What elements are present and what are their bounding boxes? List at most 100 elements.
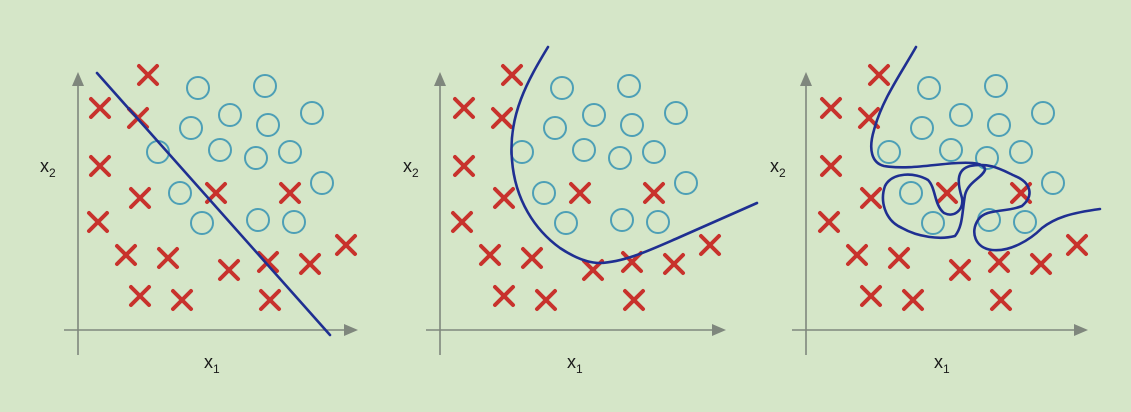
cross-marker <box>115 244 137 266</box>
cross-marker <box>902 289 924 311</box>
cross-marker <box>643 182 665 204</box>
circle-marker <box>532 181 556 205</box>
data-points <box>818 64 1088 311</box>
circle-marker <box>282 210 306 234</box>
circle-marker <box>218 103 242 127</box>
cross-marker <box>820 97 842 119</box>
circle-marker <box>246 208 270 232</box>
x-axis-label: x1 <box>567 352 583 376</box>
cross-marker <box>888 247 910 269</box>
cross-marker <box>621 251 643 273</box>
x-axis-label: x1 <box>204 352 220 376</box>
circle-marker <box>278 140 302 164</box>
circle-marker <box>208 138 232 162</box>
circle-marker <box>168 181 192 205</box>
cross-marker <box>949 259 971 281</box>
cross-marker <box>1066 234 1088 256</box>
panel-overfit: x2 x1 <box>770 45 1102 376</box>
circle-marker <box>646 210 670 234</box>
cross-marker <box>1030 253 1052 275</box>
circle-marker <box>939 138 963 162</box>
circle-marker <box>642 140 666 164</box>
y-axis-label: x2 <box>403 156 419 180</box>
cross-marker <box>860 285 882 307</box>
cross-marker <box>820 155 842 177</box>
cross-marker <box>860 187 882 209</box>
circle-marker <box>543 116 567 140</box>
decision-boundary <box>510 45 759 265</box>
cross-marker <box>453 155 475 177</box>
circle-marker <box>310 171 334 195</box>
circle-marker <box>253 74 277 98</box>
cross-marker <box>493 285 515 307</box>
circle-marker <box>300 101 324 125</box>
cross-marker <box>171 289 193 311</box>
cross-marker <box>936 182 958 204</box>
cross-marker <box>493 187 515 209</box>
x-axis-arrow-icon <box>344 324 358 336</box>
circle-marker <box>510 140 534 164</box>
y-axis-label: x2 <box>40 156 56 180</box>
cross-marker <box>990 289 1012 311</box>
cross-marker <box>218 259 240 281</box>
cross-marker <box>89 97 111 119</box>
circle-marker <box>582 103 606 127</box>
cross-marker <box>299 253 321 275</box>
cross-marker <box>663 253 685 275</box>
circle-marker <box>179 116 203 140</box>
circle-marker <box>921 211 945 235</box>
cross-marker <box>129 285 151 307</box>
cross-marker <box>623 289 645 311</box>
cross-marker <box>257 251 279 273</box>
circle-marker <box>617 74 641 98</box>
decision-boundary <box>870 45 1102 252</box>
cross-marker <box>89 155 111 177</box>
panel-curved: x2 x1 <box>403 45 759 376</box>
circle-marker <box>610 208 634 232</box>
y-axis-arrow-icon <box>72 72 84 86</box>
cross-marker <box>479 244 501 266</box>
cross-marker <box>521 247 543 269</box>
circle-marker <box>554 211 578 235</box>
circle-marker <box>984 74 1008 98</box>
data-points <box>451 64 721 311</box>
circle-marker <box>1009 140 1033 164</box>
cross-marker <box>137 64 159 86</box>
circle-marker <box>190 211 214 235</box>
data-points <box>87 64 357 311</box>
circle-marker <box>917 76 941 100</box>
cross-marker <box>451 211 473 233</box>
cross-marker <box>87 211 109 233</box>
circle-marker <box>899 181 923 205</box>
cross-marker <box>453 97 475 119</box>
y-axis-arrow-icon <box>434 72 446 86</box>
circle-marker <box>910 116 934 140</box>
cross-marker <box>846 244 868 266</box>
cross-marker <box>335 234 357 256</box>
cross-marker <box>491 107 513 129</box>
circle-marker <box>1041 171 1065 195</box>
circle-marker <box>975 146 999 170</box>
x-axis-arrow-icon <box>712 324 726 336</box>
circle-marker <box>877 140 901 164</box>
cross-marker <box>988 251 1010 273</box>
y-axis-label: x2 <box>770 156 786 180</box>
cross-marker <box>129 187 151 209</box>
circle-marker <box>674 171 698 195</box>
circle-marker <box>949 103 973 127</box>
cross-marker <box>818 211 840 233</box>
circle-marker <box>244 146 268 170</box>
x-axis-arrow-icon <box>1074 324 1088 336</box>
circle-marker <box>550 76 574 100</box>
cross-marker <box>501 64 523 86</box>
circle-marker <box>608 146 632 170</box>
circle-marker <box>572 138 596 162</box>
decision-boundary <box>95 71 332 337</box>
circle-marker <box>620 113 644 137</box>
cross-marker <box>157 247 179 269</box>
cross-marker <box>279 182 301 204</box>
circle-marker <box>186 76 210 100</box>
circle-marker <box>664 101 688 125</box>
y-axis-arrow-icon <box>800 72 812 86</box>
